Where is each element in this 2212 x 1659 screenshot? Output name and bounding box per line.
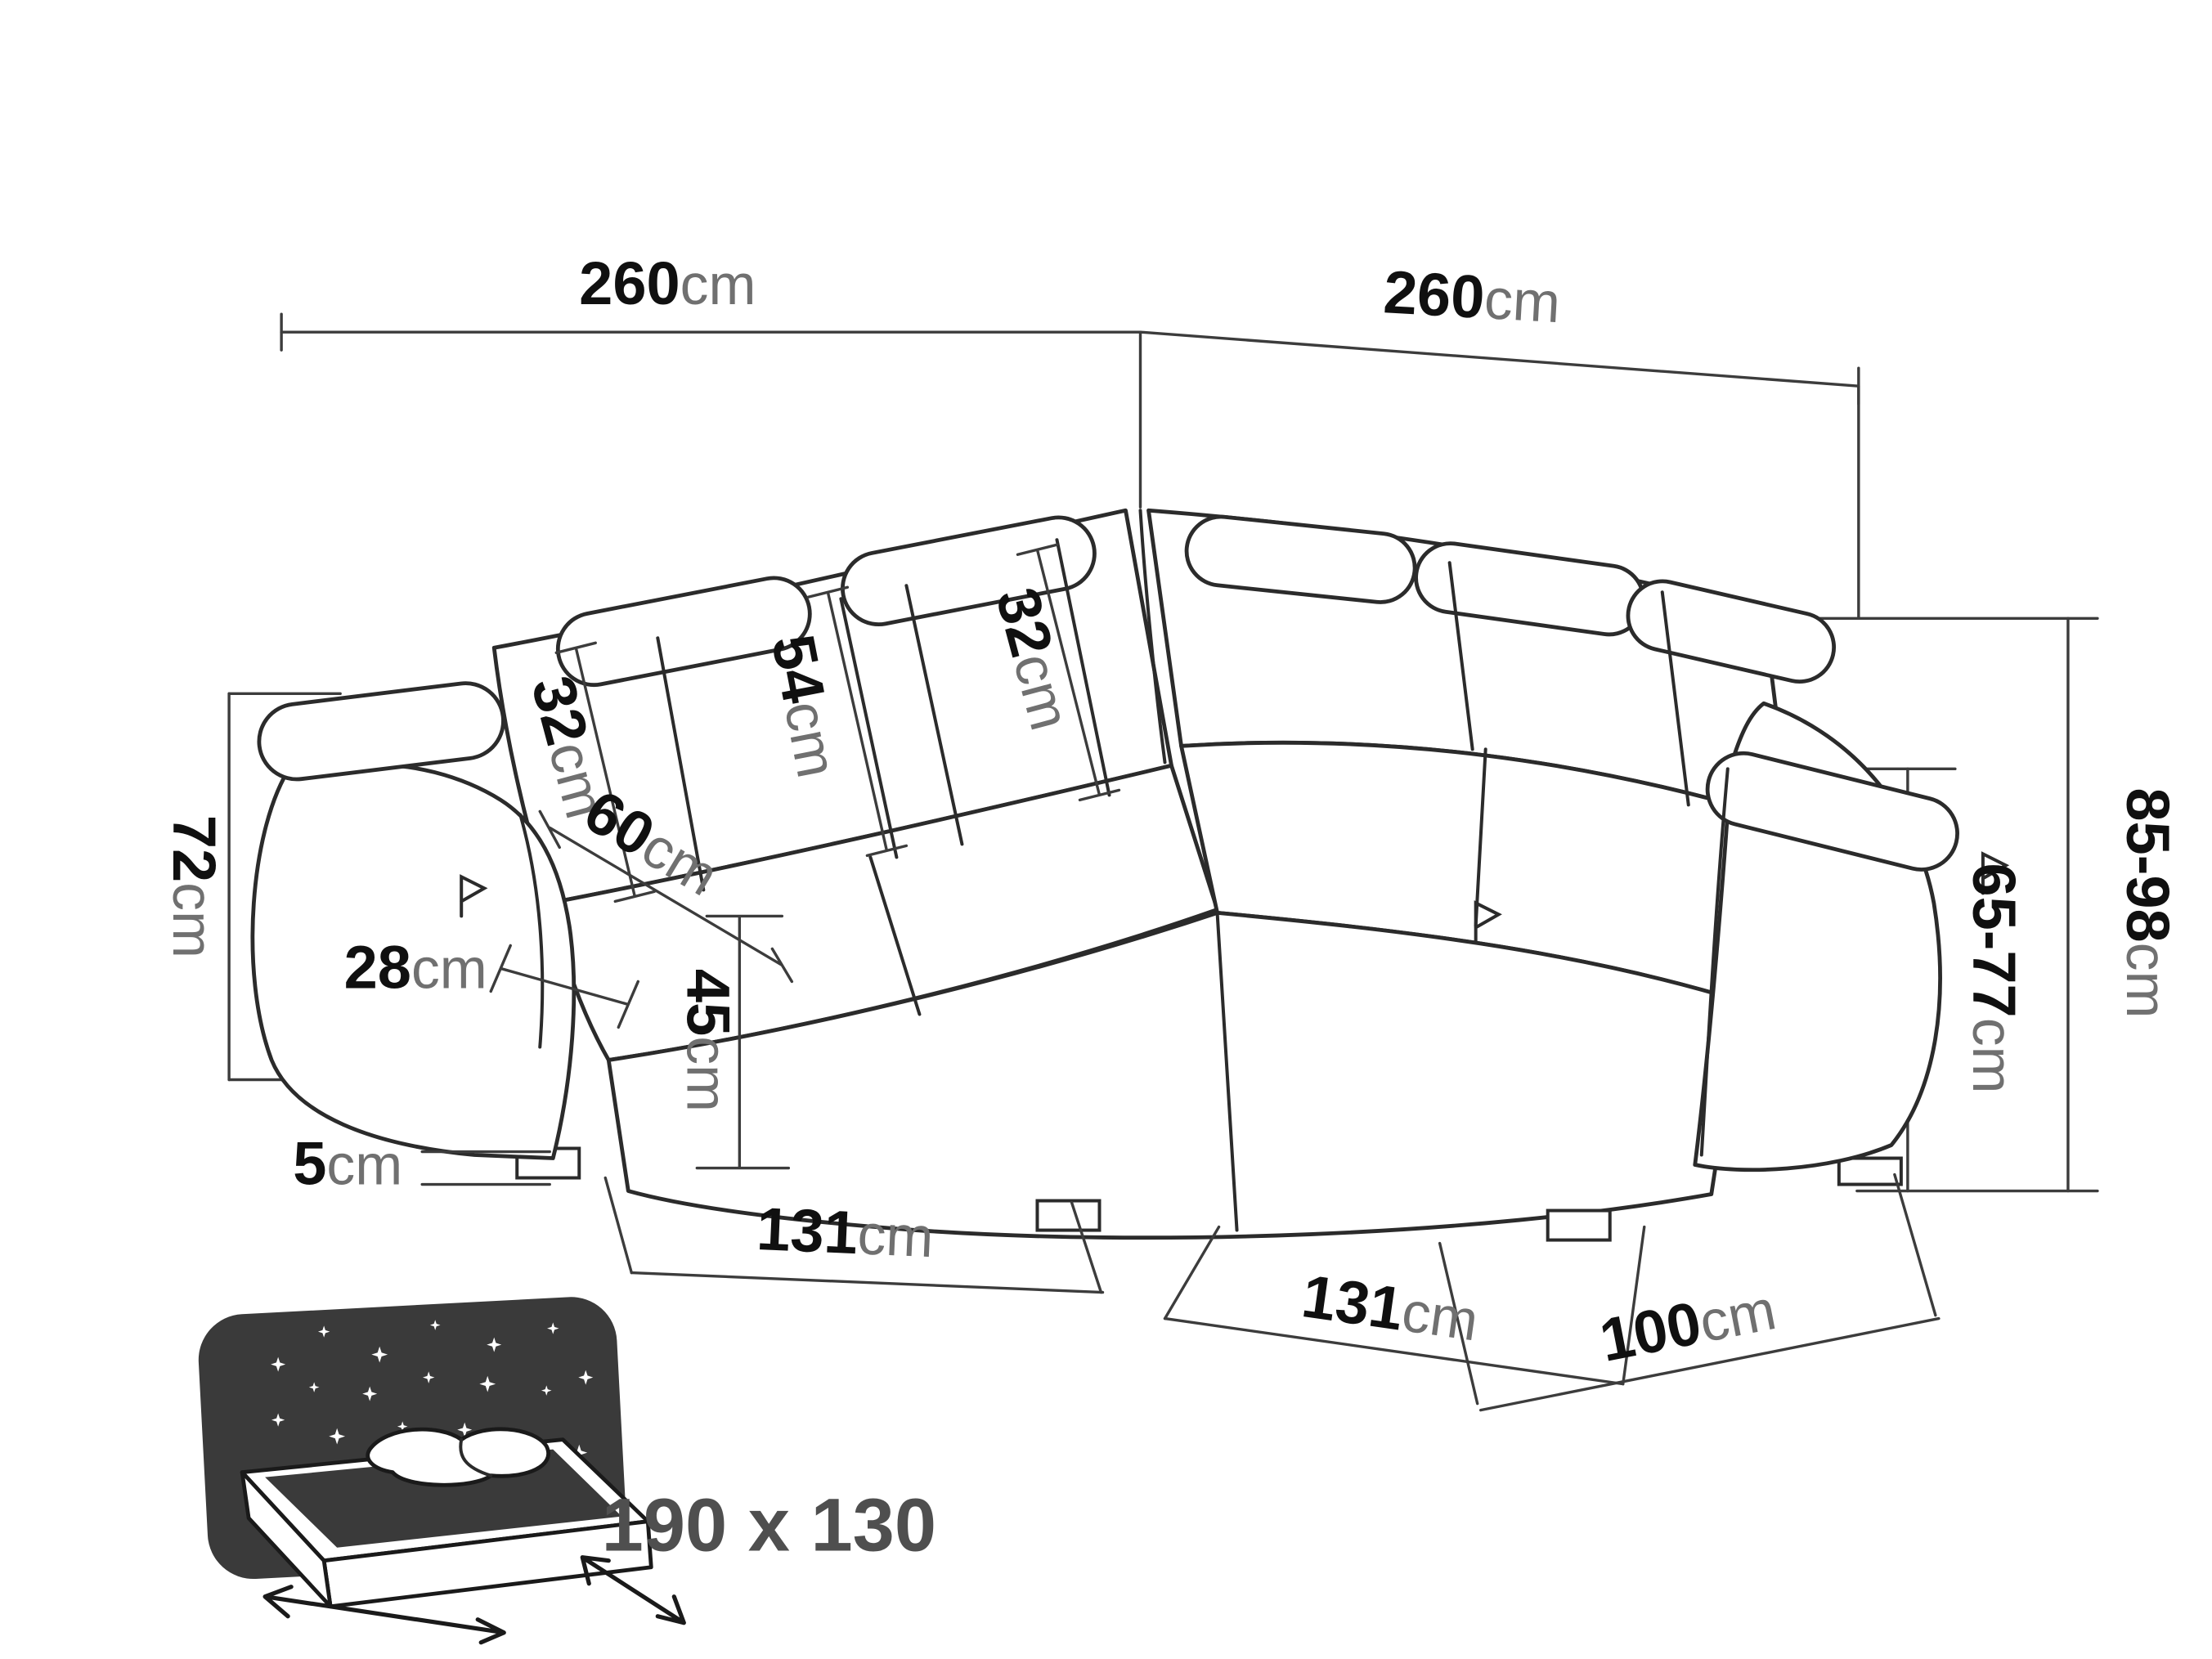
dim-ext-line [1163,1225,1646,1386]
sofa-foot [1837,1156,1903,1186]
back-seam-line [1447,561,1474,751]
headrest-bracket-icon [1981,851,2010,895]
label-sleeping-area: 190 x 130 [602,1483,936,1567]
left-armrest-pillow [257,681,505,782]
back-seam-line [1660,590,1690,807]
back-seam-line [839,597,899,859]
pillow-seam [459,1437,493,1477]
label-left-height: 72cm [160,815,228,958]
dimension-labels: 260cm 260cm 72cm 85-98cm 65-77cm 54cm 32… [160,249,2182,1567]
headrest-pillow [1626,579,1837,684]
headrest-bracket-icon [460,874,488,918]
label-seat-width-right: 131cm [1298,1262,1483,1353]
dim-line-top-right [1138,330,1860,388]
dim-line-back-cushion-left [554,641,656,903]
label-seat-width-left: 131cm [756,1195,936,1270]
seam-line [1699,767,1730,1157]
headrest-pillow [841,515,1097,627]
headrest-bracket-icon [1474,900,1502,944]
label-leg-height: 5cm [293,1130,402,1198]
dim-ext-line [603,1176,1103,1294]
double-arrow-icon [580,1555,686,1625]
label-top-width-left: 260cm [579,249,756,317]
mattress-sheet-dark [265,1449,622,1548]
dim-line-backrest-width [806,585,909,858]
dim-ext-line [1438,1173,1937,1406]
label-top-width-right: 260cm [1382,258,1563,335]
sofa-foot [1035,1199,1102,1232]
label-armrest-width: 28cm [344,933,487,1001]
back-seam-line [1055,538,1111,797]
label-section-depth: 100cm [1595,1274,1781,1374]
bed-with-stars-icon [198,1297,686,1645]
sofa-drawing [250,508,2010,1242]
dim-line-seat-width-left [630,1271,1105,1294]
dim-line-seat-height [695,914,791,1170]
sofa-foot [1546,1208,1612,1242]
back-seam-line [904,584,964,846]
seam-line [518,813,545,1049]
seat-seam-line [1474,747,1487,928]
right-armrest-pillow [1705,751,1959,872]
label-back-height-range: 85-98cm [2114,787,2182,1018]
dim-line-armrest-width [489,944,639,1029]
inner-dimension-lines [420,543,1941,1412]
pillows [366,1427,550,1487]
label-arm-height-range: 65-77cm [1960,863,2028,1093]
double-arrow-icon [262,1585,506,1645]
sofa-left-armrest [250,763,577,1160]
headrest-pillow [555,576,812,688]
seat-seam-line [868,855,922,1016]
label-backrest-width: 54cm [759,630,853,783]
dim-line-leg-height [420,1150,551,1186]
dim-line-seat-width-right [1163,1316,1625,1386]
dim-line-seat-depth [538,809,794,984]
seam-line [1215,911,1239,1232]
dim-line-back-cushion-right [1016,543,1121,802]
label-seat-height: 45cm [674,969,742,1112]
back-seam-line [656,636,706,892]
back-seam-line [1138,509,1167,764]
dim-line-section-depth [1478,1316,1941,1412]
